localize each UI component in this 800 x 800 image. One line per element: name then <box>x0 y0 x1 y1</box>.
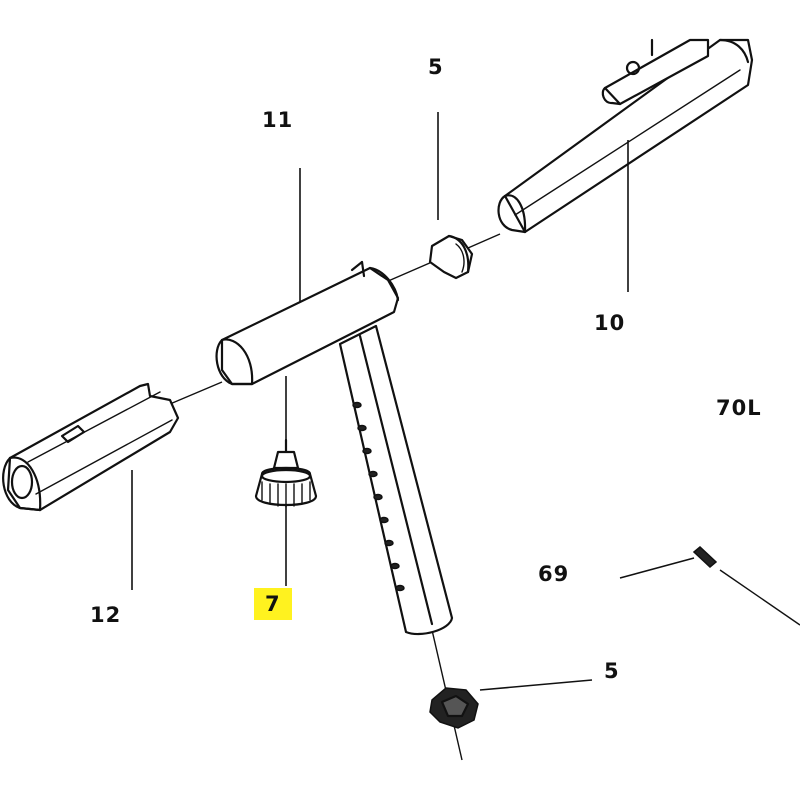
part-5-top-cap <box>428 234 474 280</box>
callout-part-70l: 70L <box>716 396 762 420</box>
callout-part-5-bottom: 5 <box>604 659 620 683</box>
callout-part-10: 10 <box>594 311 626 335</box>
part-11-t-bracket <box>215 260 454 636</box>
leader-lines <box>131 112 695 691</box>
part-10-tube <box>497 38 754 234</box>
part-69-pin <box>692 545 718 569</box>
part-5-bottom-cap <box>429 687 479 729</box>
part-7-knob <box>254 438 318 508</box>
callout-part-12: 12 <box>90 603 122 627</box>
part-12-insert <box>2 382 180 512</box>
adjustment-holes <box>352 401 405 592</box>
callout-part-11: 11 <box>262 108 294 132</box>
callout-part-5-top: 5 <box>428 55 444 79</box>
callout-part-7-highlighted: 7 <box>254 588 292 620</box>
callout-part-69: 69 <box>538 562 570 586</box>
